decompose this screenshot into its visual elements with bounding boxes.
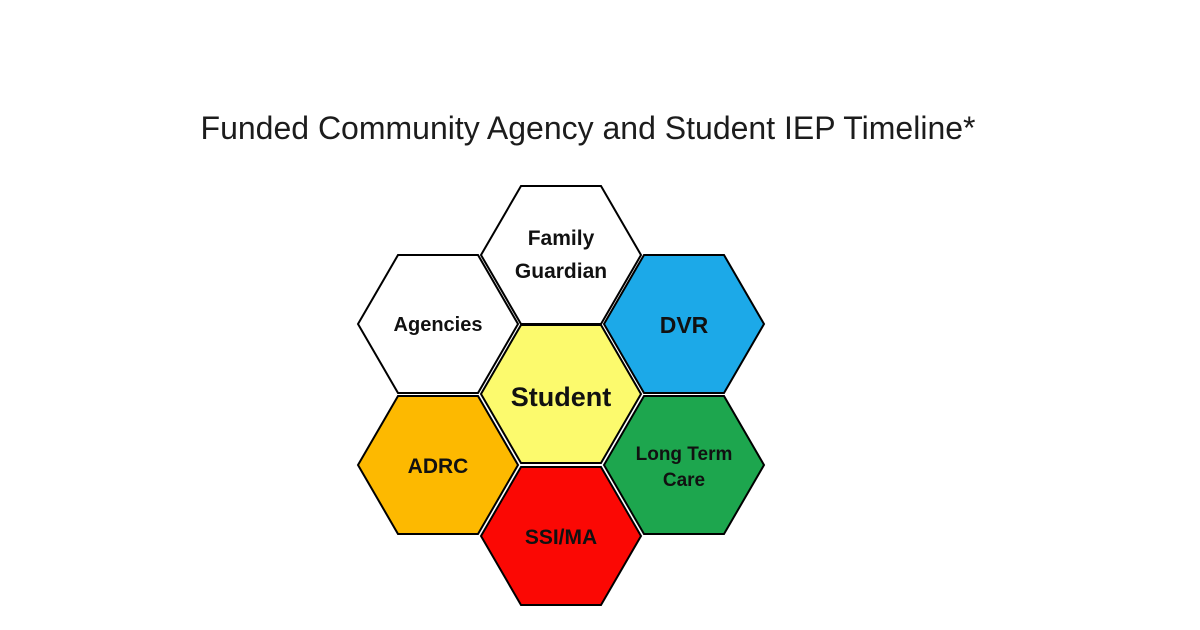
hexagon-adrc-label: ADRC	[408, 455, 469, 478]
hexagon-agencies: Agencies	[356, 254, 520, 394]
hexagon-agencies-label: Agencies	[394, 314, 483, 336]
hexagon-adrc-shape	[356, 395, 520, 535]
hexagon-dvr: DVR	[602, 254, 766, 394]
hexagon-long-term-care-shape	[602, 395, 766, 535]
hexagon-ssi-ma-label: SSI/MA	[525, 526, 597, 549]
hexagon-family-guardian-label-line2: Guardian	[515, 260, 607, 283]
hexagon-dvr-shape	[602, 254, 766, 394]
hexagon-long-term-care: Long Term Care	[602, 395, 766, 535]
hexagon-long-term-care-label-line2: Care	[663, 470, 705, 491]
hexagon-ssi-ma: SSI/MA	[479, 466, 643, 606]
hexagon-student-label: Student	[511, 382, 612, 412]
hexagon-agencies-shape	[356, 254, 520, 394]
hexagon-long-term-care-label-line1: Long Term	[636, 444, 733, 465]
hexagon-family-guardian-label-line1: Family	[528, 227, 595, 250]
page-title: Funded Community Agency and Student IEP …	[200, 110, 976, 146]
hexagon-student-shape	[479, 324, 643, 464]
hexagon-student: Student	[479, 324, 643, 464]
hexagon-ssi-ma-shape	[479, 466, 643, 606]
hexagon-dvr-label: DVR	[660, 312, 709, 338]
hexagon-adrc: ADRC	[356, 395, 520, 535]
